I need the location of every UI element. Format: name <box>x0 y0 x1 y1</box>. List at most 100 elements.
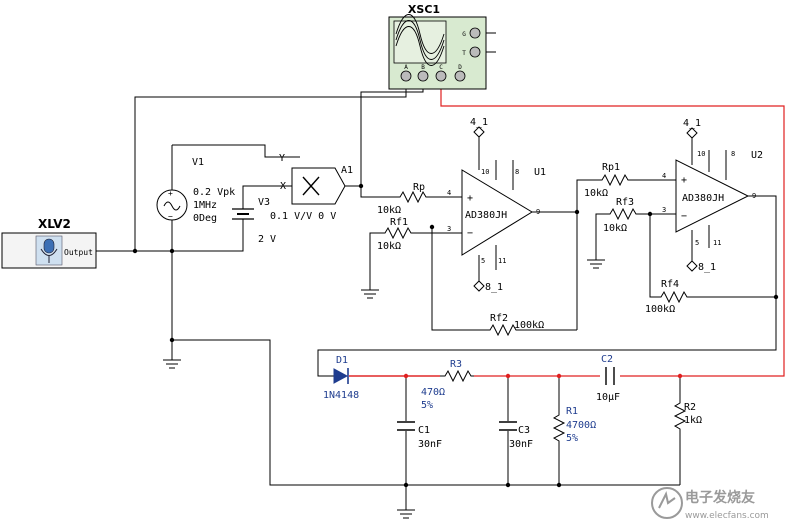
dc-source-v3[interactable] <box>232 197 254 226</box>
rf2-value: 100kΩ <box>514 320 544 331</box>
u1-supply-bottom: 8_1 <box>485 282 503 293</box>
resistor-rf4[interactable] <box>656 290 688 304</box>
u1-pin8: 8 <box>515 168 519 176</box>
scope-ch-d: D <box>458 64 462 71</box>
filter-junctions <box>403 373 683 379</box>
u1-plus: + <box>467 193 473 204</box>
c1-value: 30nF <box>418 439 442 450</box>
oscilloscope[interactable]: XSC1 A B C D G T <box>388 3 487 90</box>
scope-terminal-b <box>417 70 429 82</box>
ground-icon <box>587 259 605 269</box>
capacitor-c1[interactable] <box>397 421 415 431</box>
u2-supply-top-marker <box>686 127 698 139</box>
word-generator[interactable]: XLV2 Output <box>1 217 97 269</box>
u1-pin11: 11 <box>498 257 506 265</box>
v1-minus: − <box>168 212 173 221</box>
u2-pin4: 4 <box>662 172 666 180</box>
u2-pin5: 5 <box>695 239 699 247</box>
scope-side-t: T <box>462 50 466 57</box>
u2-pin11: 11 <box>713 239 721 247</box>
u2-part: AD380JH <box>682 193 724 204</box>
multiplier-name: A1 <box>341 165 353 176</box>
sine-icon <box>163 201 181 211</box>
scope-ch-b: B <box>421 64 425 71</box>
u1-minus: − <box>467 228 473 239</box>
v3-value: 2 V <box>258 234 276 245</box>
resistor-rp1[interactable] <box>597 173 629 187</box>
r1-tol: 5% <box>566 433 578 444</box>
v1-plus: + <box>168 189 173 198</box>
u2-pin3: 3 <box>662 206 666 214</box>
ac-source-v1[interactable]: + − <box>156 189 188 221</box>
c3-name: C3 <box>518 425 530 436</box>
multiplier-a1[interactable] <box>291 167 346 205</box>
watermark-line1: 电子发烧友 <box>685 489 755 506</box>
resistor-rp[interactable] <box>395 190 428 204</box>
rf1-name: Rf1 <box>390 217 408 228</box>
multiply-icon <box>302 176 320 196</box>
v1-phase: 0Deg <box>193 213 217 224</box>
u1-pin5: 5 <box>481 257 485 265</box>
scope-channel-c-wire <box>440 80 785 377</box>
resistor-r2[interactable] <box>673 398 687 432</box>
scope-terminal-c <box>435 70 447 82</box>
scope-terminal-t <box>469 46 481 58</box>
u1-pin10: 10 <box>481 168 489 176</box>
ground-icon <box>163 352 181 369</box>
u1-pin9: 9 <box>536 208 540 216</box>
multiplier-input-y: Y <box>279 153 285 164</box>
multiplier-input-x: X <box>280 181 286 192</box>
u2-supply-bottom: 8_1 <box>698 262 716 273</box>
u1-pin3: 3 <box>447 225 451 233</box>
u1-pin4: 4 <box>447 189 451 197</box>
scope-label: XSC1 <box>408 3 440 16</box>
rf4-value: 100kΩ <box>645 304 675 315</box>
microphone-icon <box>40 238 58 263</box>
scope-terminal-d <box>454 70 466 82</box>
scope-terminal-g <box>469 27 481 39</box>
scope-terminal-a <box>400 70 412 82</box>
opamp-u1[interactable] <box>461 169 533 256</box>
c2-value: 10µF <box>596 392 620 403</box>
v1-name: V1 <box>192 157 204 168</box>
u2-plus: + <box>681 175 687 186</box>
word-gen-label: XLV2 <box>38 217 71 231</box>
r1-name: R1 <box>566 406 578 417</box>
u1-name: U1 <box>534 167 546 178</box>
resistor-r3[interactable] <box>440 369 474 383</box>
resistor-rf2[interactable] <box>485 323 518 337</box>
u1-supply-top-marker <box>473 126 485 138</box>
c2-name: C2 <box>601 354 613 365</box>
rf3-name: Rf3 <box>616 197 634 208</box>
watermark-line2: www.elecfans.com <box>685 511 769 521</box>
resistor-rf1[interactable] <box>380 226 412 240</box>
scope-channel-terminals[interactable] <box>400 27 481 82</box>
resistor-rf3[interactable] <box>605 207 637 221</box>
ground-icon <box>397 509 415 519</box>
c1-name: C1 <box>418 425 430 436</box>
r1-value: 4700Ω <box>566 420 596 431</box>
rf2-name: Rf2 <box>490 313 508 324</box>
rf3-value: 10kΩ <box>603 223 627 234</box>
opamp-u2[interactable] <box>675 159 750 233</box>
capacitor-c2[interactable] <box>605 367 615 385</box>
ground-icon <box>361 289 379 299</box>
rp-name: Rp <box>413 182 425 193</box>
r3-name: R3 <box>450 359 462 370</box>
resistor-r1[interactable] <box>552 410 566 446</box>
rp1-value: 10kΩ <box>584 188 608 199</box>
multiplier-gain: 0.1 V/V 0 V <box>270 211 336 222</box>
d1-part: 1N4148 <box>323 390 359 401</box>
u2-pin9: 9 <box>752 192 756 200</box>
d1-name: D1 <box>336 355 348 366</box>
u2-pin10: 10 <box>697 150 705 158</box>
capacitor-c3[interactable] <box>499 421 517 431</box>
diode-d1[interactable] <box>333 368 349 384</box>
scope-side-g: G <box>462 31 466 38</box>
word-gen-output-label: Output <box>64 248 93 257</box>
rp1-name: Rp1 <box>602 162 620 173</box>
u1-supply-top: 4_1 <box>470 117 488 128</box>
rf1-value: 10kΩ <box>377 241 401 252</box>
u2-supply-bottom-marker <box>686 260 698 272</box>
